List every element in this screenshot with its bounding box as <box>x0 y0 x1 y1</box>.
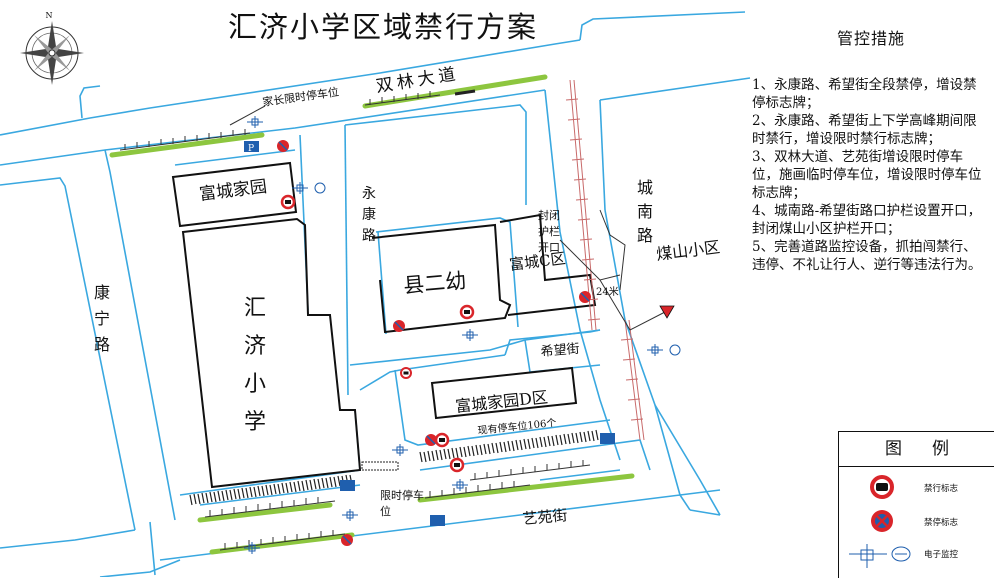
label-timed-parking: 限时停车位 <box>380 489 424 518</box>
rail-line <box>565 79 645 441</box>
road-label-yiyuan: 艺苑街 <box>522 506 568 528</box>
buildings <box>171 161 597 489</box>
parking-stalls <box>119 91 591 551</box>
no-parking-signs <box>277 140 591 546</box>
building-huiji-school <box>181 217 362 489</box>
building-kindergarten <box>371 223 512 334</box>
compass-rose-icon <box>20 21 84 85</box>
road-label-kangning: 康宁路 <box>94 283 111 354</box>
measures-heading: 管控措施 <box>836 29 905 48</box>
compass-letter: N <box>46 11 53 20</box>
building-fucheng-d <box>430 366 578 420</box>
legend-row-no-entry: 禁行标志 <box>839 474 994 504</box>
legend-title: 图例 <box>839 432 994 467</box>
label-existing-parking: 现有停车位106个 <box>477 416 557 437</box>
measure-item-1: 1、永康路、希望街全段禁停，增设禁停标志牌； <box>752 77 977 111</box>
label-meishan: 煤山小区 <box>655 237 721 264</box>
measure-item-4: 4、城南路-希望街路口护栏设置开口，封闭煤山小区护栏开口； <box>752 203 982 237</box>
median-gap <box>454 89 476 96</box>
green-belts <box>109 74 635 555</box>
legend-row-no-parking: 禁停标志 <box>839 508 994 538</box>
legend-row-camera: 电子监控 <box>839 540 994 570</box>
road-label-chengnan: 城南路 <box>637 178 654 245</box>
measure-item-2: 2、永康路、希望街上下学高峰期间限时禁行，增设限时禁行标志牌； <box>752 113 977 147</box>
legend-label-camera: 电子监控 <box>924 550 959 560</box>
label-kindergarten: 县二幼 <box>402 269 467 298</box>
page-title: 汇济小学区域禁行方案 <box>228 10 539 44</box>
label-parent-parking: 家长限时停车位 <box>261 84 339 109</box>
measures-panel: 管控措施 1、永康路、希望街全段禁停，增设禁停标志牌； 2、永康路、希望街上下学… <box>752 30 990 274</box>
existing-parking-hatch <box>189 429 599 506</box>
label-fucheng-garden: 富城家园 <box>198 177 268 205</box>
camera-icon <box>849 544 911 568</box>
label-huiji-school: 汇济小学 <box>244 296 267 435</box>
road-edges <box>0 11 751 577</box>
callout-lines <box>229 105 666 331</box>
no-entry-signs <box>280 194 675 473</box>
camera-icons <box>244 116 681 554</box>
no-parking-sign-icon <box>871 510 893 532</box>
label-distance: 24米 <box>596 285 619 298</box>
legend: 图例 禁行标志 禁停标志 电子监控 <box>838 431 994 578</box>
building-fucheng-c <box>499 213 597 316</box>
building-fucheng-garden <box>171 161 298 228</box>
legend-label-no-entry: 禁行标志 <box>924 484 959 494</box>
parking-p-label: P <box>248 144 254 154</box>
measure-item-5: 5、完善道路监控设备，抓拍闯禁行、违停、不礼让行人、逆行等违法行为。 <box>752 239 982 273</box>
road-label-xiwang: 希望街 <box>540 341 580 360</box>
parking-signs <box>244 141 615 526</box>
label-closed-barrier: 封闭护栏开口 <box>538 209 560 254</box>
road-label-yongkang: 永康路 <box>362 186 376 244</box>
measure-item-3: 3、双林大道、艺苑街增设限时停车位，施画临时停车位，增设限时停车位标志牌； <box>752 149 982 201</box>
legend-label-no-parking: 禁停标志 <box>924 518 959 528</box>
crosswalk <box>361 461 399 471</box>
no-entry-sign-icon <box>870 475 894 499</box>
